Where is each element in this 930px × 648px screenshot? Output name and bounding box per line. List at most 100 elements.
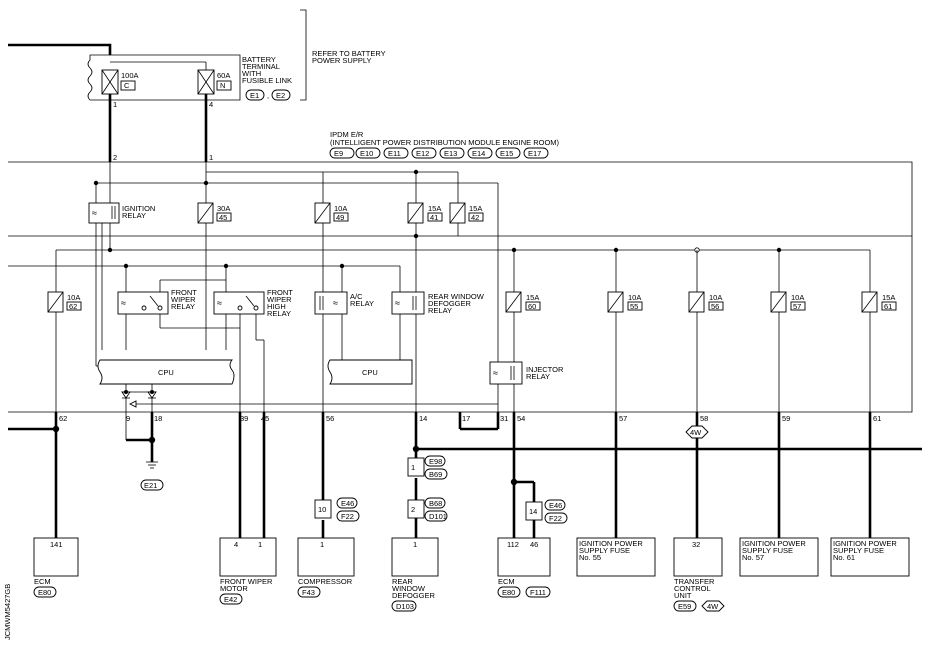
- component-box-label: No. 61: [833, 553, 855, 562]
- fuse-id: 41: [430, 213, 438, 222]
- svg-text:≈: ≈: [493, 368, 498, 378]
- component-label: TRANSFER: [674, 577, 715, 586]
- fuse-amp: 10A: [334, 204, 347, 213]
- fuse-15a-60: 15A 60: [505, 291, 541, 313]
- component-box-label: IGNITION POWER: [579, 539, 643, 548]
- component-pin: 1: [258, 540, 262, 549]
- fuse-amp: 10A: [67, 293, 80, 302]
- inline-connector-pin: 14: [529, 507, 537, 516]
- component-pin: 4: [234, 540, 238, 549]
- ipdm-pin-label: 14: [419, 414, 427, 423]
- inline-connector-box: [525, 501, 543, 521]
- component-pin: 112: [507, 540, 519, 549]
- ipdm-connector: E12: [416, 149, 429, 158]
- fusible-link-n-id: N: [220, 81, 225, 90]
- inline-connector-id: B69: [429, 470, 442, 479]
- component-box: [576, 537, 656, 577]
- component-pin: 1: [413, 540, 417, 549]
- relay-label: A/C: [350, 292, 363, 301]
- fuse-10a-62: 10A 62: [47, 291, 82, 313]
- fuse-10a-56: 10A 56: [688, 291, 724, 313]
- pin-label: 2: [113, 153, 117, 162]
- inline-connector-id: B68: [429, 499, 442, 508]
- cpu-label: CPU: [158, 368, 174, 377]
- component-box: [497, 537, 551, 577]
- inline-connector-box: [407, 457, 425, 477]
- component-box: [219, 537, 277, 577]
- injector-relay: ≈ INJECTOR RELAY: [489, 361, 564, 385]
- inline-connector-pin: 10: [318, 505, 326, 514]
- ipdm-pin-label: 59: [782, 414, 790, 423]
- battery-terminal-group: 100A C 60A N BATTERY TERMINAL WITH FUSIB…: [8, 9, 386, 109]
- inline-connector-id: F22: [341, 512, 354, 521]
- component-connector: E80: [38, 588, 51, 597]
- component-box: [391, 537, 439, 577]
- fuse-10a-57: 10A 57: [770, 291, 806, 313]
- component-box-label: SUPPLY FUSE: [833, 546, 884, 555]
- cpu-label: CPU: [362, 368, 378, 377]
- relay-label: WIPER: [171, 295, 196, 304]
- ignition-relay-label-1: IGNITION: [122, 204, 155, 213]
- fuse-10a-49: 10A 49: [314, 202, 349, 224]
- rear-window-defogger-relay: ≈ REAR WINDOW DEFOGGER RELAY: [391, 291, 485, 315]
- inline-connector-box: [314, 499, 332, 519]
- fusible-link-c-amp: 100A: [121, 71, 139, 80]
- cpu-block-2: [327, 359, 413, 385]
- ipdm-connector: E17: [528, 149, 541, 158]
- svg-text:,: ,: [267, 91, 269, 100]
- battery-title-2: TERMINAL: [242, 62, 280, 71]
- component-box: [33, 537, 79, 577]
- ipdm-pin-label: 58: [700, 414, 708, 423]
- fuse-id: 42: [471, 213, 479, 222]
- relay-label: RELAY: [350, 299, 374, 308]
- inline-connector-box: [407, 499, 425, 519]
- fuse-30a-45: 30A 45: [197, 202, 232, 224]
- 4w-badge: [685, 425, 709, 439]
- ipdm-connector: E14: [472, 149, 485, 158]
- ipdm-connector: E13: [444, 149, 457, 158]
- relay-label: WIPER: [267, 295, 292, 304]
- fuse-15a-61: 15A 61: [861, 291, 897, 313]
- inline-connector-id: E98: [429, 457, 442, 466]
- battery-title-1: BATTERY: [242, 55, 276, 64]
- ipdm-connector: E11: [388, 149, 401, 158]
- battery-connector-e1: E1: [250, 91, 259, 100]
- front-wiper-high-relay: ≈ FRONT WIPER HIGH RELAY: [213, 288, 293, 318]
- fuse-15a-42: 15A 42: [449, 202, 484, 224]
- relay-label: RELAY: [171, 302, 195, 311]
- ipdm-pin-label: 18: [154, 414, 162, 423]
- svg-text:≈: ≈: [92, 208, 97, 218]
- fuse-id: 55: [630, 302, 638, 311]
- component-connector: E59: [678, 602, 691, 611]
- ground-connector: E21: [144, 481, 157, 490]
- component-box-label: SUPPLY FUSE: [579, 546, 630, 555]
- component-box-label: No. 55: [579, 553, 601, 562]
- component-box-label: No. 57: [742, 553, 764, 562]
- fuse-amp: 15A: [882, 293, 895, 302]
- fuse-id: 57: [793, 302, 801, 311]
- fuse-amp: 15A: [428, 204, 441, 213]
- fusible-link-n-amp: 60A: [217, 71, 230, 80]
- fuse-amp: 10A: [791, 293, 804, 302]
- fuse-id: 49: [336, 213, 344, 222]
- component-label: CONTROL: [674, 584, 711, 593]
- component-label: COMPRESSOR: [298, 577, 353, 586]
- fuse-15a-41: 15A 41: [407, 202, 443, 224]
- fuse-amp: 10A: [709, 293, 722, 302]
- svg-text:≈: ≈: [395, 298, 400, 308]
- ipdm-pin-label: 57: [619, 414, 627, 423]
- component-pin: 46: [530, 540, 538, 549]
- svg-text:≈: ≈: [333, 298, 338, 308]
- ipdm-title-1: IPDM E/R: [330, 130, 364, 139]
- ipdm-pin-label: 9: [126, 414, 130, 423]
- inline-connector-pin: 1: [411, 463, 415, 472]
- component-label: REAR: [392, 577, 413, 586]
- relay-label: HIGH: [267, 302, 286, 311]
- component-label: FRONT WIPER: [220, 577, 273, 586]
- svg-text:≈: ≈: [217, 298, 222, 308]
- ipdm-pin-label: 39: [240, 414, 248, 423]
- fuse-id: 60: [528, 302, 536, 311]
